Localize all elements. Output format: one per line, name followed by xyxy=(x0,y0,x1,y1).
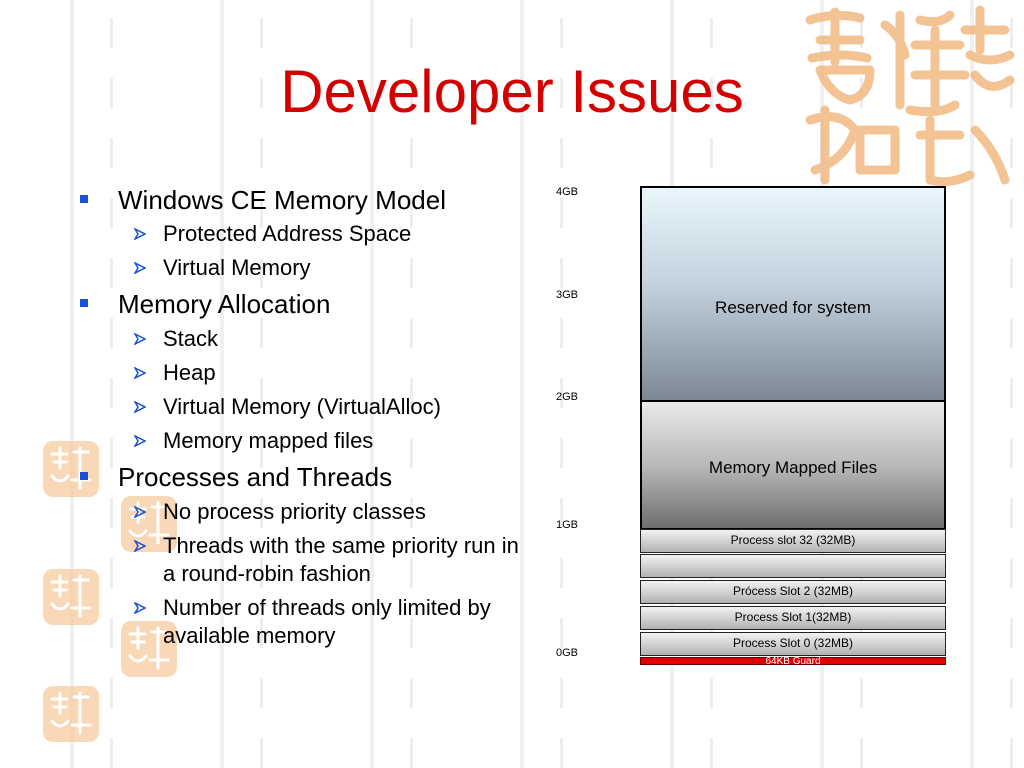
sub-bullet-label: Heap xyxy=(163,360,216,385)
process-slot-1: Process Slot 1(32MB) xyxy=(640,606,946,630)
square-bullet-icon xyxy=(80,472,88,480)
axis-label-0gb: 0GB xyxy=(556,647,579,659)
process-slot-0: Process Slot 0 (32MB) xyxy=(640,632,946,656)
sub-bullet-label: Virtual Memory (VirtualAlloc) xyxy=(163,394,441,419)
bullet-label: Windows CE Memory Model xyxy=(118,185,446,215)
axis-label-2gb: 2GB xyxy=(556,391,579,403)
axis-label-1gb: 1GB xyxy=(556,519,579,531)
square-bullet-icon xyxy=(80,299,88,307)
bullet-label: Processes and Threads xyxy=(118,462,393,492)
sub-bullet-label: Memory mapped files xyxy=(163,428,374,453)
arrow-bullet-icon xyxy=(134,435,146,447)
calligraphy-seal-small xyxy=(43,569,99,625)
calligraphy-seal-large xyxy=(805,5,1015,187)
guard-region: 64KB Guard xyxy=(640,657,946,667)
arrow-bullet-icon xyxy=(134,540,146,552)
calligraphy-seal-small xyxy=(43,686,99,742)
axis-label-3gb: 3GB xyxy=(556,289,579,301)
memory-mapped-files-block: Memory Mapped Files xyxy=(640,400,946,530)
arrow-bullet-icon xyxy=(134,367,146,379)
process-slot-32: Process slot 32 (32MB) xyxy=(640,529,946,553)
arrow-bullet-icon xyxy=(134,506,146,518)
sub-bullet-label: No process priority classes xyxy=(163,499,426,524)
sub-bullet-label: Stack xyxy=(163,326,219,351)
arrow-bullet-icon xyxy=(134,333,146,345)
square-bullet-icon xyxy=(80,195,88,203)
calligraphy-seal-small xyxy=(43,441,99,497)
arrow-bullet-icon xyxy=(134,602,146,614)
sub-bullet-label: Virtual Memory xyxy=(163,255,311,280)
slide-title: Developer Issues xyxy=(280,58,744,125)
arrow-bullet-icon xyxy=(134,401,146,413)
axis-label-4gb: 4GB xyxy=(556,186,579,198)
sub-bullet-label: Protected Address Space xyxy=(163,221,412,246)
process-slot-2: Prócess Slot 2 (32MB) xyxy=(640,580,946,604)
sub-bullet-label: Number of threads only limited by availa… xyxy=(163,595,491,648)
sub-bullet-label: Threads with the same priority run in a … xyxy=(163,533,519,586)
bullet-label: Memory Allocation xyxy=(118,289,331,319)
calligraphy-seal-small xyxy=(121,621,177,677)
arrow-bullet-icon xyxy=(134,228,146,240)
process-slot-blank xyxy=(640,554,946,578)
arrow-bullet-icon xyxy=(134,262,146,274)
reserved-for-system-block: Reserved for system xyxy=(640,186,946,402)
memory-map-diagram: 4GB 3GB 2GB 1GB 0GB Reserved for system … xyxy=(540,180,960,680)
